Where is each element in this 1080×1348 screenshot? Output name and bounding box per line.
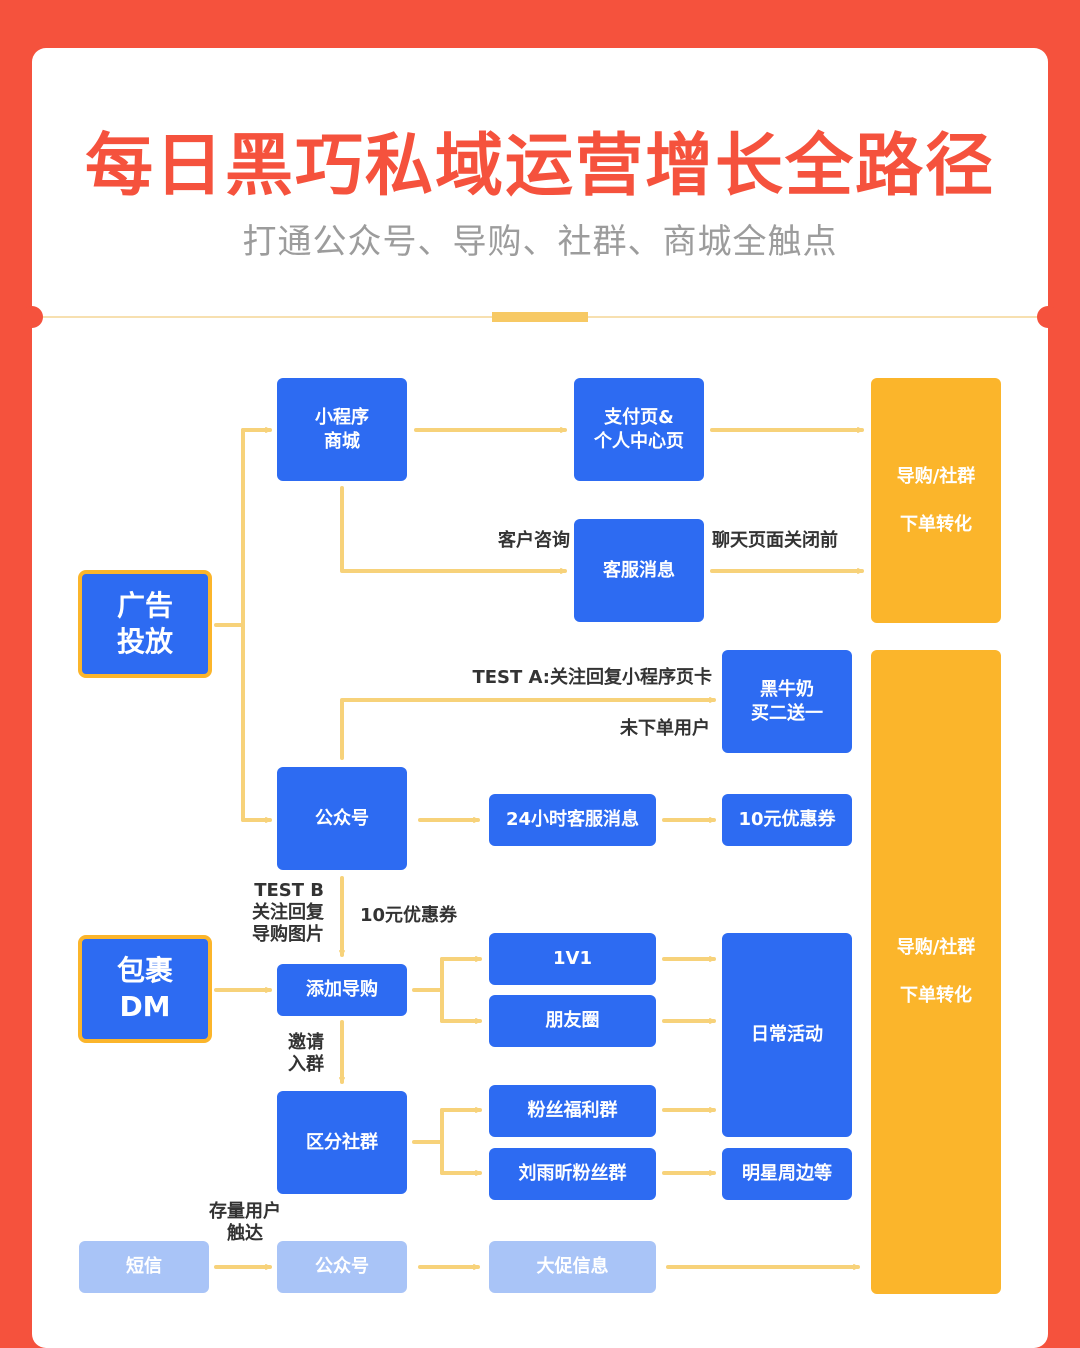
divider-dot-left <box>21 306 43 328</box>
label-test-b: TEST B 关注回复 导购图片 <box>252 880 324 945</box>
divider-accent-bar <box>492 312 588 322</box>
node-official-account: 公众号 <box>277 767 407 870</box>
node-package-dm: 包裹 DM <box>78 935 212 1043</box>
node-star-merchandise: 明星周边等 <box>722 1148 852 1200</box>
page-subtitle: 打通公众号、导购、社群、商城全触点 <box>242 222 838 262</box>
node-1v1: 1V1 <box>489 933 656 985</box>
node-payment-page: 支付页& 个人中心页 <box>574 378 704 481</box>
node-conversion-top: 导购/社群 下单转化 <box>871 378 1001 623</box>
label-stock-users: 存量用户 触达 <box>209 1201 281 1244</box>
node-big-promotion-info: 大促信息 <box>489 1241 656 1293</box>
label-customer-consult: 客户咨询 <box>498 530 570 551</box>
node-conversion-bottom: 导购/社群 下单转化 <box>871 650 1001 1294</box>
node-add-shopping-guide: 添加导购 <box>277 964 407 1016</box>
node-24h-service-message: 24小时客服消息 <box>489 794 656 846</box>
node-liu-fans-group: 刘雨昕粉丝群 <box>489 1148 656 1200</box>
divider-dot-right <box>1037 306 1059 328</box>
label-before-chat-close: 聊天页面关闭前 <box>712 530 838 551</box>
node-customer-service-message: 客服消息 <box>574 519 704 622</box>
node-mini-program-mall: 小程序 商城 <box>277 378 407 481</box>
node-segment-groups: 区分社群 <box>277 1091 407 1194</box>
label-coupon-10: 10元优惠券 <box>360 905 458 926</box>
node-sms: 短信 <box>79 1241 209 1293</box>
node-10-yuan-coupon: 10元优惠券 <box>722 794 852 846</box>
node-ad-placement: 广告 投放 <box>78 570 212 678</box>
node-daily-activities: 日常活动 <box>722 933 852 1137</box>
node-official-account-2: 公众号 <box>277 1241 407 1293</box>
node-black-milk-offer: 黑牛奶 买二送一 <box>722 650 852 753</box>
arrow-official-to-black-milk <box>340 700 716 760</box>
label-test-a: TEST A:关注回复小程序页卡 <box>472 667 712 688</box>
arrow-mall-to-cs <box>340 486 567 571</box>
node-moments: 朋友圈 <box>489 995 656 1047</box>
label-unordered-users: 未下单用户 <box>620 718 710 739</box>
label-invite-group: 邀请 入群 <box>288 1032 324 1075</box>
page-title: 每日黑巧私域运营增长全路径 <box>84 127 995 206</box>
node-fan-welfare-group: 粉丝福利群 <box>489 1085 656 1137</box>
